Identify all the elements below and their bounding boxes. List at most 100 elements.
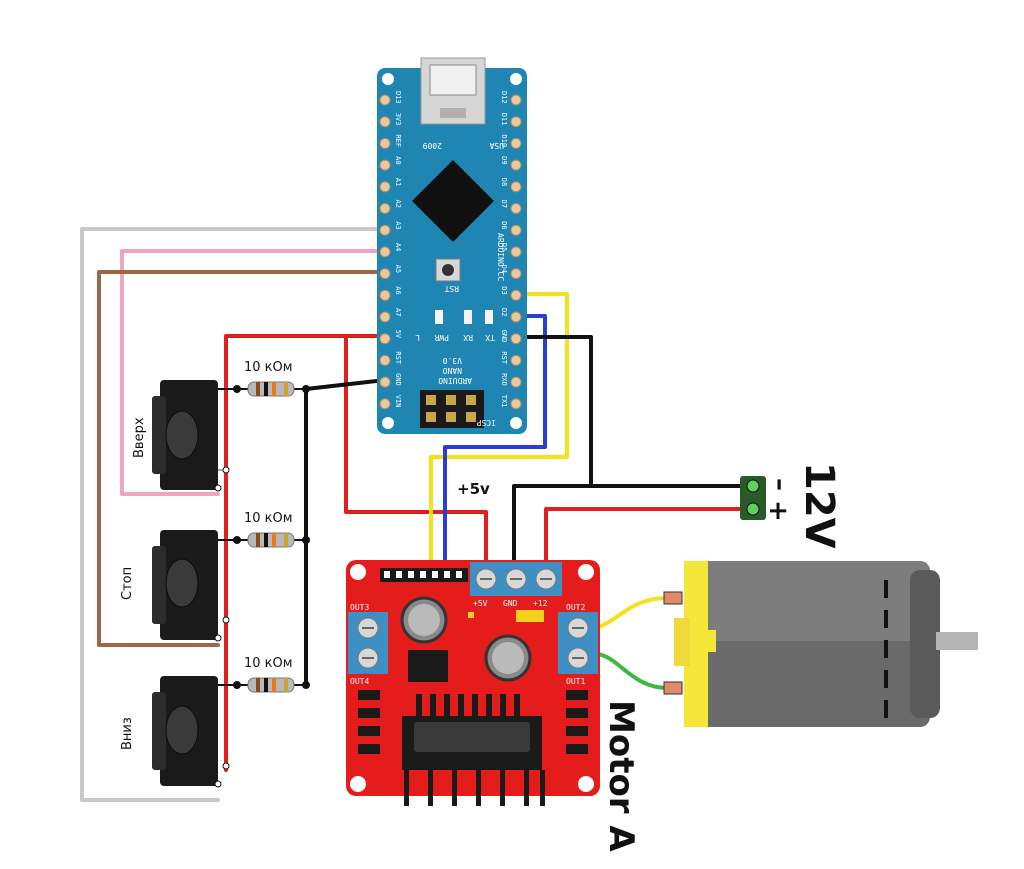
- icsp-header: [420, 390, 484, 428]
- label-button-down: Вниз: [120, 717, 135, 750]
- right-pin-pad: [510, 137, 522, 149]
- jumper: [516, 610, 544, 622]
- label-resistor-top: 10 кОм: [244, 360, 293, 375]
- resistor-bot: [215, 677, 306, 693]
- left-pin-pad: [379, 224, 391, 236]
- label-motor: Motor A: [601, 700, 641, 852]
- l298n-driver: OUT3 OUT4 OUT2 OUT1 +5V GND +12: [346, 560, 600, 806]
- silk-usa: USA: [489, 141, 504, 150]
- left-pin-label: A3: [394, 221, 402, 229]
- silk-year: 2009: [423, 141, 442, 150]
- left-pin-label: VIN: [394, 395, 402, 408]
- right-pin-label: D2: [500, 308, 508, 316]
- left-pin-label: 5V: [394, 330, 402, 339]
- silk-l: L: [415, 333, 420, 342]
- left-pin-label: A7: [394, 308, 402, 316]
- button-down: [152, 676, 230, 788]
- resistor-mid: [215, 532, 306, 548]
- right-pin-pad: [510, 311, 522, 323]
- left-pin-pad: [379, 116, 391, 128]
- right-pin-pad: [510, 203, 522, 214]
- left-pin-pad: [379, 376, 391, 388]
- right-pin-label: D5: [500, 243, 508, 251]
- button-up: [152, 380, 230, 492]
- right-pin-label: D4: [500, 265, 508, 273]
- supply-terminals: [740, 476, 766, 520]
- terminal-left: [348, 612, 388, 674]
- drv-out4: OUT4: [350, 677, 369, 686]
- right-pin-pad: [510, 159, 522, 171]
- right-pin-label: D8: [500, 178, 508, 186]
- resistor-top: [215, 381, 306, 397]
- right-pin-label: D12: [500, 91, 508, 104]
- right-pin-pad: [510, 224, 522, 236]
- wire-red-12v: [544, 507, 754, 568]
- left-pin-pad: [379, 203, 391, 214]
- terminal-right: [558, 612, 598, 674]
- wire-black-driver: [512, 484, 754, 568]
- left-pin-label: 3V3: [394, 113, 402, 126]
- wire-pink: [120, 249, 387, 496]
- left-pin-label: A2: [394, 200, 402, 208]
- wire-yellow: [429, 292, 569, 577]
- right-pin-label: RXO: [500, 373, 508, 386]
- l298-chip: [402, 694, 545, 806]
- silk-rst: RST: [444, 284, 459, 293]
- power-terminal: [470, 562, 562, 596]
- dc-motor: [663, 561, 978, 727]
- right-pin-pad: [510, 333, 522, 345]
- drv-12: +12: [533, 599, 548, 608]
- drv-5v: +5V: [473, 599, 488, 608]
- label-button-stop: Стоп: [120, 567, 135, 600]
- right-pin-pad: [510, 246, 522, 258]
- silk-rx: RX: [463, 333, 473, 342]
- silk-site: ARDUINO.CC: [496, 233, 505, 281]
- left-pin-pad: [379, 333, 391, 345]
- left-pin-pad: [379, 94, 391, 106]
- label-supply-minus: –: [765, 478, 795, 491]
- left-pin-label: A1: [394, 178, 402, 186]
- left-pin-pad: [379, 268, 391, 280]
- button-stop: [152, 530, 230, 642]
- silk-icsp: ICSP: [477, 418, 496, 427]
- wire-red-5v-driver: [344, 334, 488, 568]
- right-pin-label: GND: [500, 330, 508, 343]
- wire-brown: [97, 270, 387, 647]
- label-resistor-mid: 10 кОм: [244, 511, 293, 526]
- drv-out2: OUT2: [566, 603, 585, 612]
- left-pin-label: A5: [394, 265, 402, 273]
- left-pin-label: RST: [394, 351, 402, 364]
- left-pin-pad: [379, 398, 391, 410]
- resistors: [215, 381, 310, 693]
- left-pin-pad: [379, 159, 391, 171]
- right-pin-label: D7: [500, 200, 508, 208]
- drv-gnd: GND: [503, 599, 518, 608]
- silk-tx: TX: [485, 333, 495, 342]
- right-pin-label: D3: [500, 286, 508, 294]
- label-button-up: Вверх: [132, 417, 147, 458]
- left-pin-label: A0: [394, 156, 402, 164]
- right-pin-pad: [510, 289, 522, 301]
- right-pin-label: D10: [500, 134, 508, 147]
- right-pin-pad: [510, 94, 522, 106]
- wire-blue: [443, 314, 547, 577]
- wire-motor-yellow: [596, 596, 670, 629]
- left-pin-label: A6: [394, 286, 402, 294]
- regulator: [408, 650, 448, 682]
- left-pin-pad: [379, 246, 391, 258]
- right-pin-pad: [510, 376, 522, 388]
- wire-motor-green: [596, 652, 670, 690]
- silk-pwr: PWR: [434, 333, 449, 342]
- silk-version: V3.0: [443, 356, 462, 365]
- right-pin-pad: [510, 268, 522, 280]
- right-pin-label: D11: [500, 113, 508, 126]
- right-pin-pad: [510, 398, 522, 410]
- buttons: [152, 380, 230, 788]
- silk-model2: NANO: [443, 366, 462, 375]
- left-pin-label: D13: [394, 91, 402, 104]
- left-pin-pad: [379, 137, 391, 149]
- wire-red-5v: [224, 334, 387, 772]
- capacitors: [400, 596, 532, 682]
